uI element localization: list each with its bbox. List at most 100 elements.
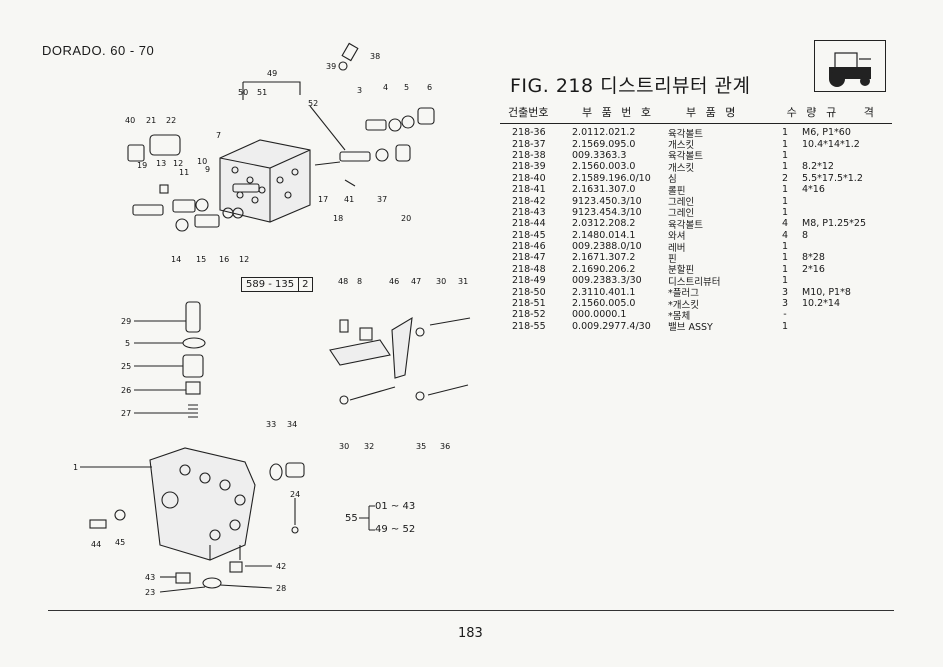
callout-29: 29	[121, 317, 131, 326]
callout-51: 51	[257, 88, 267, 97]
callout-30: 30	[436, 277, 446, 286]
part-no-cell: 009.2383.3/30	[572, 275, 642, 287]
ref-no-cell: 218-51	[512, 298, 546, 310]
callout-28: 28	[276, 584, 286, 593]
part-no-cell: 2.0312.208.2	[572, 218, 636, 230]
part-no-cell: 2.1671.307.2	[572, 252, 636, 264]
header-part-no: 부 품 번 호	[582, 106, 654, 119]
callout-9: 9	[205, 165, 210, 174]
callout-25: 25	[121, 362, 131, 371]
ref-no-cell: 218-52	[512, 309, 546, 321]
page-number: 183	[458, 626, 483, 641]
callout-44: 44	[91, 540, 101, 549]
quantity-cell: -	[783, 309, 787, 321]
spec-cell: M10, P1*8	[802, 286, 851, 298]
callout-38: 38	[370, 52, 380, 61]
ref-no-cell: 218-36	[512, 127, 546, 139]
figure-title: FIG. 218 디스트리뷰터 관계	[510, 75, 751, 97]
table-header: 건출번호 부 품 번 호 부 품 명 수 량 규 격	[500, 101, 892, 124]
spec-cell: 4*16	[802, 184, 825, 196]
spec-cell: 8.2*12	[802, 161, 834, 173]
callout-15: 15	[196, 255, 206, 264]
callout-12: 12	[173, 159, 183, 168]
quantity-cell: 1	[781, 161, 789, 173]
callout-8: 8	[357, 277, 362, 286]
part-name-cell: 그레인	[668, 208, 695, 220]
callout-46: 46	[389, 277, 399, 286]
ref-no-cell: 218-41	[512, 184, 546, 196]
part-name-cell: 개스킷	[668, 162, 695, 174]
part-name-cell: 레버	[668, 242, 686, 254]
reference-code-box: 589 - 135 2	[241, 277, 313, 292]
callout-21: 21	[146, 116, 156, 125]
part-name-cell: 롤핀	[668, 185, 686, 197]
part-no-cell: 009.2388.0/10	[572, 241, 642, 253]
callout-33: 33	[266, 420, 276, 429]
ref-no-cell: 218-39	[512, 161, 546, 173]
part-name-cell: *몸체	[668, 310, 691, 322]
quantity-cell: 3	[781, 286, 789, 298]
model-title: DORADO. 60 - 70	[42, 43, 155, 58]
callout-34: 34	[287, 420, 297, 429]
part-no-cell: 9123.450.3/10	[572, 195, 642, 207]
callout-27: 27	[121, 409, 131, 418]
part-no-cell: 009.3363.3	[572, 149, 627, 161]
callout-18: 18	[333, 214, 343, 223]
table-row: 218-39 2.1560.003.0 개스킷 1 8.2*12	[500, 161, 892, 174]
callout-31: 31	[458, 277, 468, 286]
callout-13: 13	[156, 159, 166, 168]
parts-table: 건출번호 부 품 번 호 부 품 명 수 량 규 격 218-36 2.0112.…	[500, 101, 892, 333]
ref-no-cell: 218-55	[512, 320, 546, 332]
callout-43: 43	[145, 573, 155, 582]
group-range-1: 01 ~ 43	[375, 501, 416, 512]
quantity-cell: 1	[781, 320, 789, 332]
part-no-cell: 0.009.2977.4/30	[572, 320, 651, 332]
callout-5b: 5	[125, 339, 130, 348]
callout-37: 37	[377, 195, 387, 204]
spec-cell: M6, P1*60	[802, 127, 851, 139]
quantity-cell: 1	[781, 275, 789, 287]
part-name-cell: 와셔	[668, 231, 686, 243]
quantity-cell: 1	[781, 263, 789, 275]
group-label: 55	[345, 513, 358, 524]
part-no-cell: 2.0112.021.2	[572, 127, 636, 139]
part-name-cell: 육각볼트	[668, 151, 703, 163]
quantity-cell: 3	[781, 298, 789, 310]
callout-50: 50	[238, 88, 248, 97]
header-spec: 규 격	[826, 106, 886, 119]
part-name-cell: 육각볼트	[668, 219, 703, 231]
callout-1: 1	[73, 463, 78, 472]
part-name-cell: 개스킷	[668, 140, 695, 152]
callout-32: 32	[364, 442, 374, 451]
part-name-cell: 육각볼트	[668, 128, 703, 140]
header-part-name: 부 품 명	[686, 106, 739, 119]
header-quantity: 수 량	[786, 106, 820, 119]
callout-5: 5	[404, 83, 409, 92]
callout-14: 14	[171, 255, 181, 264]
part-no-cell: 2.1560.003.0	[572, 161, 636, 173]
quantity-cell: 4	[781, 229, 789, 241]
part-no-cell: 2.1480.014.1	[572, 229, 636, 241]
part-no-cell: 9123.454.3/10	[572, 206, 642, 218]
ref-no-cell: 218-50	[512, 286, 546, 298]
callout-26: 26	[121, 386, 131, 395]
callout-3: 3	[357, 86, 362, 95]
diagram-callouts: 38 39 49 50 51 52 3 4 5 6 7 40 21 22 19 …	[73, 52, 468, 597]
part-no-cell: 2.1631.307.0	[572, 184, 636, 196]
quantity-cell: 1	[781, 149, 789, 161]
spec-cell: 8	[802, 229, 809, 241]
callout-35: 35	[416, 442, 426, 451]
